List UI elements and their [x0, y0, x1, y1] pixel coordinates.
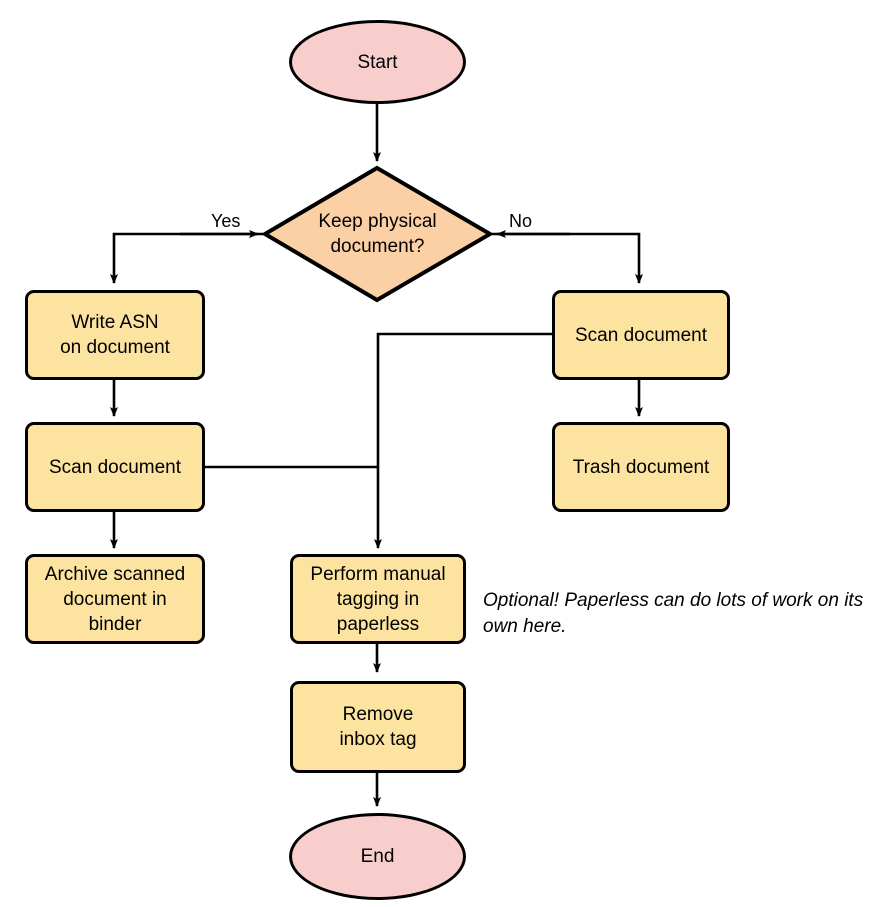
edge-label-no: No	[509, 211, 533, 231]
node-archive-scanned-document-in-binder[interactable]: Archive scanned document in binder	[25, 554, 205, 644]
node-remove-inbox-tag[interactable]: Remove inbox tag	[290, 681, 466, 773]
node-archive-label-line1: Archive scanned	[44, 563, 186, 585]
node-end-label: End	[360, 846, 395, 867]
node-archive-label-line2: document in	[63, 588, 167, 610]
node-write-asn-on-document[interactable]: Write ASN on document	[25, 290, 205, 380]
edge-decision-no-to-scan-right	[492, 232, 643, 284]
node-archive-label-line3: binder	[88, 613, 142, 635]
node-tagging-label-line2: tagging in	[336, 588, 420, 610]
node-write-asn-label: Write ASN on document	[60, 310, 170, 360]
node-decision-label-line1: Keep physical	[318, 211, 437, 232]
node-tagging-label-line3: paperless	[336, 613, 420, 635]
node-start[interactable]: Start	[289, 20, 466, 104]
node-remove-inbox-label: Remove inbox tag	[339, 702, 416, 752]
node-scan-document-right[interactable]: Scan document	[552, 290, 730, 380]
decision-diamond-shape	[261, 165, 494, 303]
node-trash-document[interactable]: Trash document	[552, 422, 730, 512]
node-write-asn-label-line1: Write ASN	[71, 312, 159, 333]
node-scan-document-right-label: Scan document	[574, 324, 708, 346]
node-tagging-label-line1: Perform manual	[310, 563, 446, 585]
edge-label-yes: Yes	[211, 211, 241, 231]
edge-scan-right-to-tagging	[374, 332, 552, 549]
node-end[interactable]: End	[289, 813, 466, 900]
node-start-label: Start	[357, 51, 398, 73]
node-scan-document-left[interactable]: Scan document	[25, 422, 205, 512]
annotation-optional-note: Optional! Paperless can do lots of work …	[483, 590, 864, 637]
node-tagging-label: Perform manual tagging in paperless	[310, 562, 445, 637]
node-archive-label: Archive scanned document in binder	[45, 562, 185, 637]
node-remove-inbox-label-line2: inbox tag	[339, 729, 417, 750]
node-remove-inbox-label-line1: Remove	[342, 704, 414, 725]
node-decision-label: Keep physical document?	[310, 209, 444, 259]
node-write-asn-label-line2: on document	[60, 337, 170, 358]
node-scan-document-left-label: Scan document	[48, 456, 182, 478]
edge-decision-yes-to-write-asn	[110, 232, 263, 284]
node-decision-keep-physical-document[interactable]: Keep physical document?	[265, 168, 490, 300]
node-decision-label-line2: document?	[330, 236, 425, 257]
node-trash-document-label: Trash document	[572, 456, 710, 478]
node-perform-manual-tagging-in-paperless[interactable]: Perform manual tagging in paperless	[290, 554, 466, 644]
